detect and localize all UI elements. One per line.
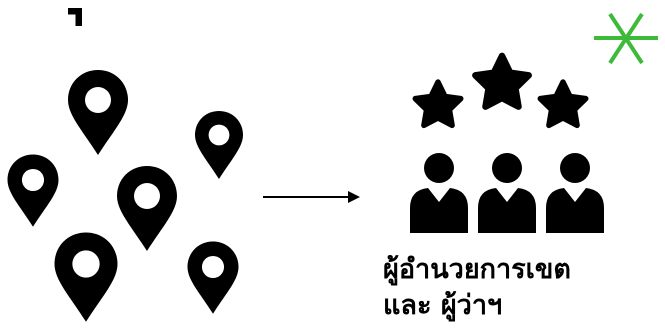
map-pin-icon xyxy=(117,166,177,251)
caption-line-1: ผู้อำนวยการเขต xyxy=(383,254,571,285)
caption-line-2: และ ผู้ว่าฯ xyxy=(383,290,503,321)
star-icon xyxy=(540,82,585,125)
map-pins-group xyxy=(7,70,243,322)
asterisk-icon xyxy=(594,12,658,65)
person-icon xyxy=(546,153,604,233)
people-group xyxy=(410,153,604,233)
rating-stars-group xyxy=(400,40,600,140)
person-icon xyxy=(478,153,536,233)
map-pin-icon xyxy=(54,232,118,322)
map-pin-icon xyxy=(195,111,243,179)
map-pin-icon xyxy=(187,241,239,314)
corner-mark-shape xyxy=(68,8,82,26)
star-icon xyxy=(415,82,460,125)
star-icon xyxy=(475,56,528,107)
corner-mark xyxy=(68,8,82,26)
map-pin-icon xyxy=(7,154,59,227)
person-icon xyxy=(410,153,468,233)
right-arrow-icon xyxy=(263,191,360,203)
map-pin-icon xyxy=(68,70,128,155)
